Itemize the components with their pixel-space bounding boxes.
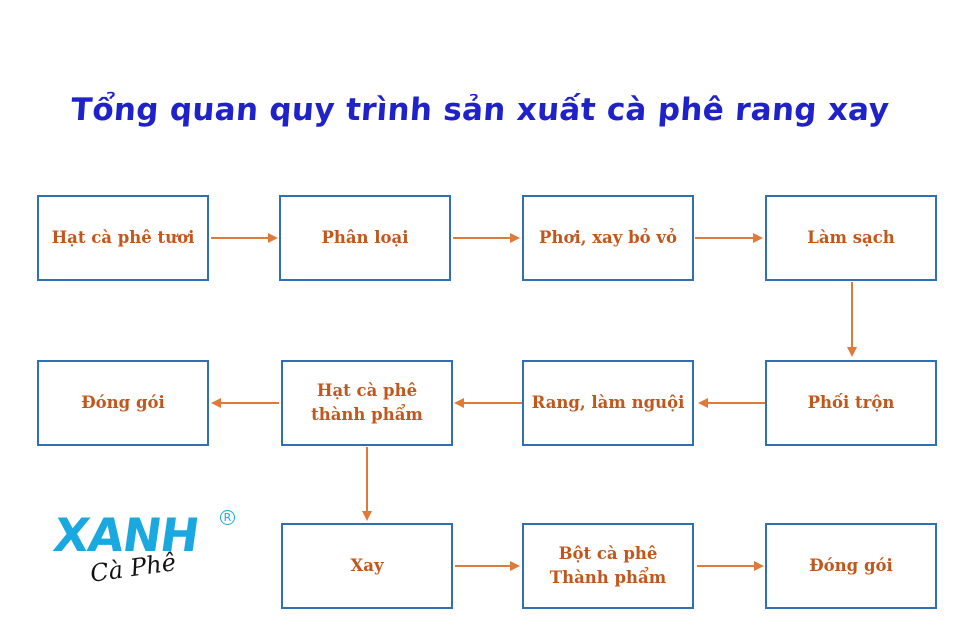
step-bot-ca-phe-thanh-pham: Bột cà phê Thành phẩm: [522, 523, 694, 609]
step-xay: Xay: [281, 523, 453, 609]
step-rang-lam-nguoi: Rang, làm nguội: [522, 360, 694, 446]
step-phoi-xay-bo-vo: Phơi, xay bỏ vỏ: [522, 195, 694, 281]
step-lam-sach: Làm sạch: [765, 195, 937, 281]
step-hat-ca-phe-thanh-pham: Hạt cà phê thành phẩm: [281, 360, 453, 446]
step-dong-goi-hat: Đóng gói: [37, 360, 209, 446]
step-phoi-tron: Phối trộn: [765, 360, 937, 446]
step-hat-ca-phe-tuoi: Hạt cà phê tươi: [37, 195, 209, 281]
step-phan-loai: Phân loại: [279, 195, 451, 281]
step-dong-goi-bot: Đóng gói: [765, 523, 937, 609]
brand-logo: XANH R Cà Phê: [50, 508, 240, 600]
registered-mark-icon: R: [220, 510, 235, 525]
